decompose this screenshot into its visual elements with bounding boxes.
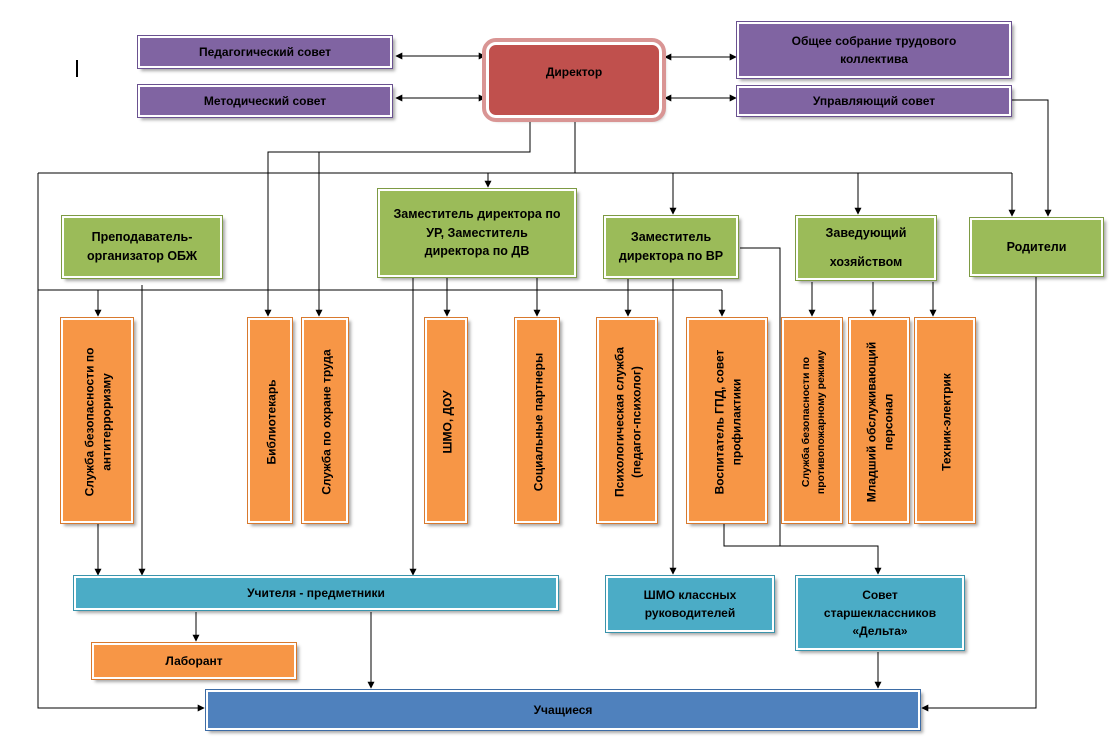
deputy-vr-box: Заместитель директора по ВР bbox=[603, 215, 739, 279]
lab-assistant-label: Лаборант bbox=[165, 654, 223, 668]
psych-service-text: Психологическая служба (педагог-психолог… bbox=[612, 347, 647, 497]
gpd-box: Воспитатель ГПД, совет профилактики bbox=[686, 317, 768, 524]
shmo-class-line2: руководителей bbox=[644, 606, 736, 620]
antiterror-line1: Служба безопасности по bbox=[82, 347, 97, 497]
deputy-vr-line2: директора по ВР bbox=[618, 249, 724, 263]
teacher-obzh-line1: Преподаватель- bbox=[91, 230, 193, 245]
general-meeting-box: Общее собрание трудового коллектива bbox=[736, 21, 1012, 79]
general-meeting-line1: Общее собрание трудового bbox=[791, 34, 957, 48]
shmo-dou-label: ШМО, ДОУ bbox=[440, 390, 455, 454]
junior-staff-box: Младший обслуживающий персонал bbox=[848, 317, 910, 524]
deputy-ur-box: Заместитель директора по УР, Заместитель… bbox=[377, 188, 577, 278]
general-meeting-line2: коллектива bbox=[840, 52, 908, 66]
managing-council-box: Управляющий совет bbox=[736, 85, 1012, 117]
students-label: Учащиеся bbox=[533, 703, 593, 717]
managing-council-label: Управляющий совет bbox=[812, 94, 936, 108]
shmo-class-box: ШМО классных руководителей bbox=[605, 575, 775, 633]
gpd-text: Воспитатель ГПД, совет профилактики bbox=[712, 350, 747, 495]
senior-council-line1: Совет bbox=[862, 588, 898, 602]
head-household-box: Заведующий хозяйством bbox=[795, 215, 937, 281]
deputy-ur-line3: директора по ДВ bbox=[424, 244, 530, 259]
deputy-vr-line1: Заместитель bbox=[630, 230, 712, 245]
electrician-label: Техник-электрик bbox=[939, 373, 954, 471]
psych-line2: (педагог-психолог) bbox=[630, 366, 644, 478]
senior-council-line3: «Дельта» bbox=[852, 624, 908, 638]
psych-line1: Психологическая служба bbox=[612, 347, 627, 497]
deputy-ur-line2: УР, Заместитель bbox=[426, 225, 528, 240]
lab-assistant-box: Лаборант bbox=[91, 642, 297, 680]
teacher-obzh-line2: организатор ОБЖ bbox=[86, 249, 198, 263]
junior-staff-text: Младший обслуживающий персонал bbox=[864, 342, 899, 502]
method-council-box: Методический совет bbox=[137, 84, 393, 118]
senior-council-line2: старшеклассников bbox=[823, 606, 937, 620]
fire-safety-box: Служба безопасности по противопожарному … bbox=[781, 317, 843, 524]
antiterror-service-box: Служба безопасности по антитерроризму bbox=[60, 317, 134, 524]
fire-line1: Служба безопасности по bbox=[799, 356, 812, 488]
teacher-obzh-box: Преподаватель- организатор ОБЖ bbox=[61, 215, 223, 279]
labor-safety-box: Служба по охране труда bbox=[301, 317, 349, 524]
librarian-label: Библиотекарь bbox=[264, 379, 279, 465]
parents-box: Родители bbox=[969, 217, 1104, 277]
subject-teachers-label: Учителя - предметники bbox=[247, 586, 385, 600]
junior-staff-line2: персонал bbox=[882, 393, 896, 451]
ped-council-label: Педагогический совет bbox=[199, 45, 331, 59]
method-council-label: Методический совет bbox=[203, 94, 327, 108]
social-partners-box: Социальные партнеры bbox=[514, 317, 560, 524]
psych-service-box: Психологическая служба (педагог-психолог… bbox=[596, 317, 658, 524]
junior-staff-line1: Младший обслуживающий bbox=[864, 341, 879, 503]
students-box: Учащиеся bbox=[205, 689, 921, 731]
electrician-box: Техник-электрик bbox=[914, 317, 976, 524]
director-label: Директор bbox=[545, 65, 603, 79]
librarian-box: Библиотекарь bbox=[247, 317, 293, 524]
labor-safety-label: Служба по охране труда bbox=[319, 349, 334, 495]
antiterror-line2: антитерроризму bbox=[100, 373, 114, 471]
shmo-dou-box: ШМО, ДОУ bbox=[424, 317, 468, 524]
director-box: Директор bbox=[482, 38, 666, 122]
head-household-line1: Заведующий bbox=[825, 226, 907, 241]
antiterror-service-text: Служба безопасности по антитерроризму bbox=[82, 348, 117, 497]
senior-council-box: Совет старшеклассников «Дельта» bbox=[795, 575, 965, 651]
fire-line2: противопожарному режиму bbox=[815, 349, 827, 495]
ped-council-box: Педагогический совет bbox=[137, 35, 393, 69]
deputy-ur-line1: Заместитель директора по bbox=[393, 206, 561, 221]
parents-label: Родители bbox=[1006, 239, 1067, 254]
gpd-line1: Воспитатель ГПД, совет bbox=[712, 349, 727, 495]
gpd-line2: профилактики bbox=[730, 378, 744, 466]
text-cursor bbox=[76, 60, 78, 77]
subject-teachers-box: Учителя - предметники bbox=[73, 575, 559, 611]
social-partners-label: Социальные партнеры bbox=[531, 352, 546, 492]
shmo-class-line1: ШМО классных bbox=[643, 588, 737, 602]
head-household-line2: хозяйством bbox=[829, 255, 903, 269]
fire-safety-text: Служба безопасности по противопожарному … bbox=[799, 350, 829, 494]
